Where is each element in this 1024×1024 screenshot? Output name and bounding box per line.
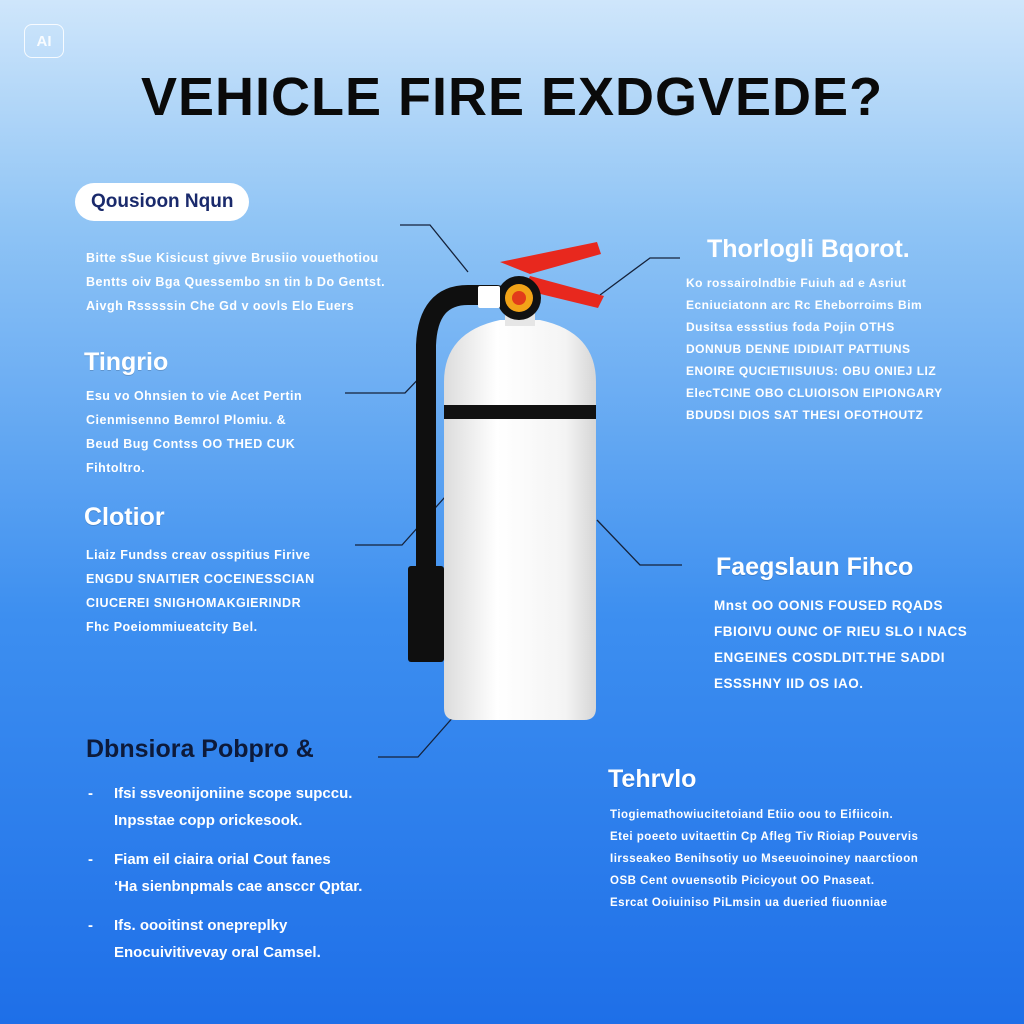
leader-line — [400, 224, 469, 273]
list-item: - Ifs. oooitinst onepreplky Enocuivitive… — [88, 912, 362, 966]
fagslaun-paragraph: Mnst OO OONIS FOUSED RQADS FBIOIVU OUNC … — [714, 593, 967, 697]
intro-line: Aivgh Rsssssin Che Gd v oovls Elo Euers — [86, 299, 355, 313]
tehrvlo-line: Tiogiemathowiucitetoiand Etiio oou to Ei… — [610, 809, 894, 821]
clotior-line: ENGDU SNAITIER COCEINESSCIAN — [86, 572, 315, 586]
bullet-dash: - — [88, 851, 93, 868]
list-item-line: Ifsi ssveonijoniine scope supccu. — [114, 785, 353, 802]
list-item-line: Enocuivitivevay oral Camsel. — [114, 944, 321, 961]
handle-top-icon — [500, 242, 601, 274]
thorlogli-line: Ko rossairolndbie Fuiuh ad e Asriut — [686, 276, 907, 290]
valve-connector — [478, 286, 500, 308]
tingrio-heading: Tingrio — [84, 348, 169, 376]
intro-line: Bentts oiv Bga Quessembo sn tin b Do Gen… — [86, 275, 386, 289]
thorlogli-line: ENOIRE QUCIETIISUIUS: OBU ONIEJ LIZ — [686, 364, 937, 378]
list-item: - Fiam eil ciaira orial Cout fanes ‘Ha s… — [88, 846, 362, 900]
bullet-dash: - — [88, 785, 93, 802]
leader-line — [596, 519, 682, 566]
hose — [416, 285, 507, 585]
hose-nozzle — [408, 566, 444, 662]
list-item-line: Ifs. oooitinst onepreplky — [114, 917, 288, 934]
tehrvlo-line: Esrcat Ooiuiniso PiLmsin ua dueried fiuo… — [610, 897, 888, 909]
handle-lever-icon — [524, 276, 604, 308]
intro-line: Bitte sSue Kisicust givve Brusiio voueth… — [86, 251, 379, 265]
clotior-heading: Clotior — [84, 503, 165, 531]
list-item-line: Fiam eil ciaira orial Cout fanes — [114, 851, 331, 868]
leader-line — [378, 714, 456, 758]
fagslaun-line: Mnst OO OONIS FOUSED RQADS — [714, 598, 944, 613]
thorlogli-paragraph: Ko rossairolndbie Fuiuh ad e Asriut Ecni… — [686, 272, 943, 426]
thorlogli-line: Ecniuciatonn arc Rc Eheborroims Bim — [686, 298, 923, 312]
leader-line — [345, 371, 426, 394]
dbnsiora-list: - Ifsi ssveonijoniine scope supccu. Inps… — [88, 780, 362, 978]
cylinder-band — [444, 405, 596, 419]
fagslaun-line: ESSSHNY IID OS IAO. — [714, 676, 864, 691]
tehrvlo-line: OSB Cent ovuensotib Picicyout OO Pnaseat… — [610, 875, 875, 887]
fagslaun-heading: Faegslaun Fihco — [716, 553, 914, 581]
cylinder-body — [444, 320, 596, 720]
list-item: - Ifsi ssveonijoniine scope supccu. Inps… — [88, 780, 362, 834]
thorlogli-line: DONNUB DENNE IDIDIAIT PATTIUNS — [686, 342, 911, 356]
section-pill: Qousioon Nqun — [75, 183, 250, 221]
intro-paragraph: Bitte sSue Kisicust givve Brusiio voueth… — [86, 246, 385, 318]
thorlogli-line: ElecTCINE OBO CLUIOISON EIPIONGARY — [686, 386, 943, 400]
leader-line — [599, 257, 680, 296]
clotior-paragraph: Liaiz Fundss creav osspitius Firive ENGD… — [86, 543, 315, 639]
tingrio-line: Fihtoltro. — [86, 461, 146, 475]
tingrio-line: Beud Bug Contss OO THED CUK — [86, 437, 296, 451]
clotior-line: Liaiz Fundss creav osspitius Firive — [86, 548, 311, 562]
tingrio-paragraph: Esu vo Ohnsien to vie Acet Pertin Cienmi… — [86, 384, 302, 480]
ai-badge: AI — [24, 24, 64, 58]
bullet-dash: - — [88, 917, 93, 934]
clotior-line: CIUCEREI SNIGHOMAKGIERINDR — [86, 596, 302, 610]
tehrvlo-line: Etei poeeto uvitaettin Cp Afleg Tiv Rioi… — [610, 831, 919, 843]
tehrvlo-paragraph: Tiogiemathowiucitetoiand Etiio oou to Ei… — [610, 804, 918, 914]
fagslaun-line: FBIOIVU OUNC OF RIEU SLO I NACS — [714, 624, 968, 639]
dbnsiora-heading: Dbnsiora Pobpro & — [86, 735, 314, 763]
list-item-line: ‘Ha sienbnpmals cae ansccr Qptar. — [114, 878, 363, 895]
thorlogli-line: BDUDSI DIOS SAT THESI OFOTHOUTZ — [686, 408, 924, 422]
tehrvlo-line: Iirsseakeo Benihsotiy uo Mseeuoinoiney n… — [610, 853, 919, 865]
thorlogli-heading: Thorlogli Bqorot. — [707, 235, 910, 263]
tingrio-line: Esu vo Ohnsien to vie Acet Pertin — [86, 389, 303, 403]
list-item-line: Inpsstae copp orickesook. — [114, 812, 303, 829]
page-title: VEHICLE FIRE EXDGVEDE? — [140, 67, 884, 127]
clotior-line: Fhc Poeiommiueatcity Bel. — [86, 620, 258, 634]
thorlogli-line: Dusitsa essstius foda Pojin OTHS — [686, 320, 895, 334]
tingrio-line: Cienmisenno Bemrol Plomiu. & — [86, 413, 287, 427]
fagslaun-line: ENGEINES COSDLDIT.THE SADDI — [714, 650, 946, 665]
valve-knob-center — [512, 291, 526, 305]
tehrvlo-heading: Tehrvlo — [608, 765, 697, 793]
